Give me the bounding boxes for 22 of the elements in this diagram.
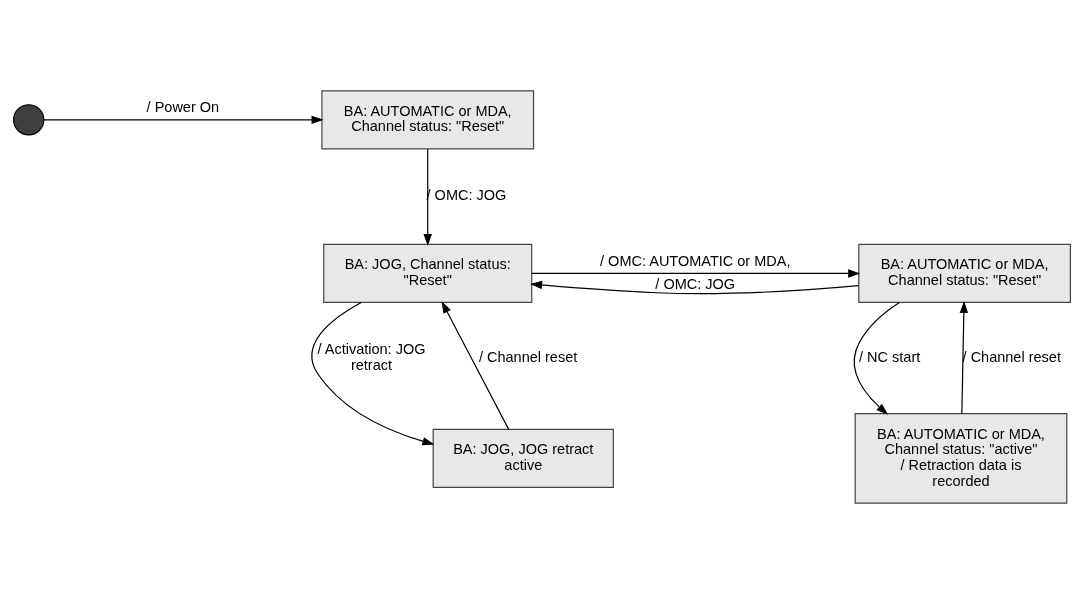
node-box: BA: JOG, Channel status: "Reset" — [323, 243, 533, 304]
node-box: BA: JOG, JOG retract active — [432, 428, 614, 489]
edge-label: / NC start — [859, 348, 921, 365]
arrow — [311, 301, 435, 446]
arrow — [531, 269, 861, 278]
arrow — [959, 300, 969, 414]
node-box: BA: AUTOMATIC or MDA, Channel status: "Reset" — [858, 243, 1071, 304]
edge-label: / OMC: AUTOMATIC or MDA, — [600, 252, 791, 269]
edge-label: / Activation: JOG retract — [317, 340, 426, 373]
arrow — [43, 115, 324, 125]
edge-label: / Channel reset — [478, 348, 578, 365]
node-circle — [13, 104, 45, 136]
edge-label: / Power On — [146, 99, 220, 116]
edge-label: / OMC: JOG — [655, 275, 736, 292]
arrow — [530, 280, 860, 295]
node-box: BA: AUTOMATIC or MDA, Channel status: "active" / Retraction data is recorded — [854, 413, 1068, 504]
arrow — [441, 301, 510, 430]
edge-label: / OMC: JOG — [426, 187, 507, 204]
node-box: BA: AUTOMATIC or MDA, Channel status: "Reset" — [321, 90, 535, 150]
arrow — [423, 148, 432, 247]
edge-label: / Channel reset — [962, 348, 1061, 365]
arrow — [853, 301, 901, 415]
